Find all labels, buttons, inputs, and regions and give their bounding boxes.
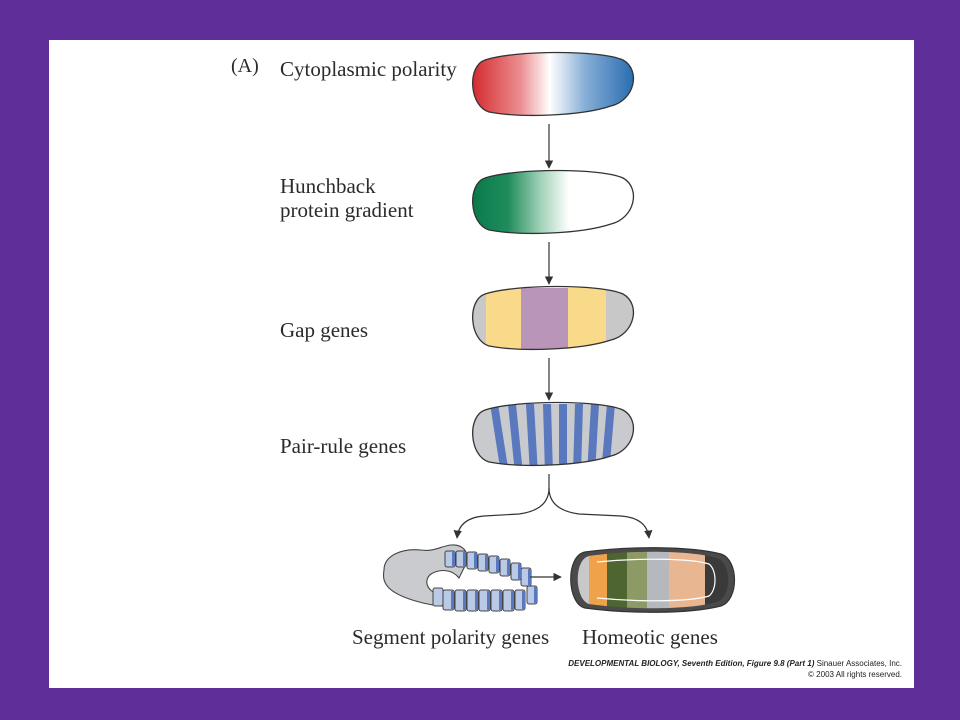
label-pair-rule-genes: Pair-rule genes — [280, 434, 407, 458]
embryo-homeotic-genes — [570, 547, 735, 613]
embryo-gap-genes — [472, 285, 635, 351]
label-hunchback-line2: protein gradient — [280, 198, 414, 222]
label-cytoplasmic-polarity: Cytoplasmic polarity — [280, 57, 457, 81]
credit-title: DEVELOPMENTAL BIOLOGY, Seventh Edition, … — [568, 659, 815, 668]
embryo-segment-polarity — [382, 544, 538, 612]
label-gap-genes: Gap genes — [280, 318, 369, 342]
embryo-hunchback-gradient — [472, 169, 635, 235]
branch-arrows — [453, 474, 653, 539]
panel-letter: (A) — [231, 55, 259, 77]
label-segment-polarity-genes: Segment polarity genes — [352, 625, 550, 649]
diagram-canvas — [382, 51, 735, 613]
credit-line: DEVELOPMENTAL BIOLOGY, Seventh Edition, … — [568, 659, 902, 669]
embryo-cytoplasmic-polarity — [472, 51, 635, 117]
figure-panel: (A) Cytoplasmic polarity Hunchback prote… — [49, 40, 914, 688]
credit-publisher: Sinauer Associates, Inc. — [816, 659, 902, 668]
label-hunchback-line1: Hunchback — [280, 174, 376, 198]
embryo-pair-rule-genes — [472, 401, 635, 467]
label-homeotic-genes: Homeotic genes — [582, 625, 718, 649]
credit-copyright: © 2003 All rights reserved. — [808, 670, 902, 679]
